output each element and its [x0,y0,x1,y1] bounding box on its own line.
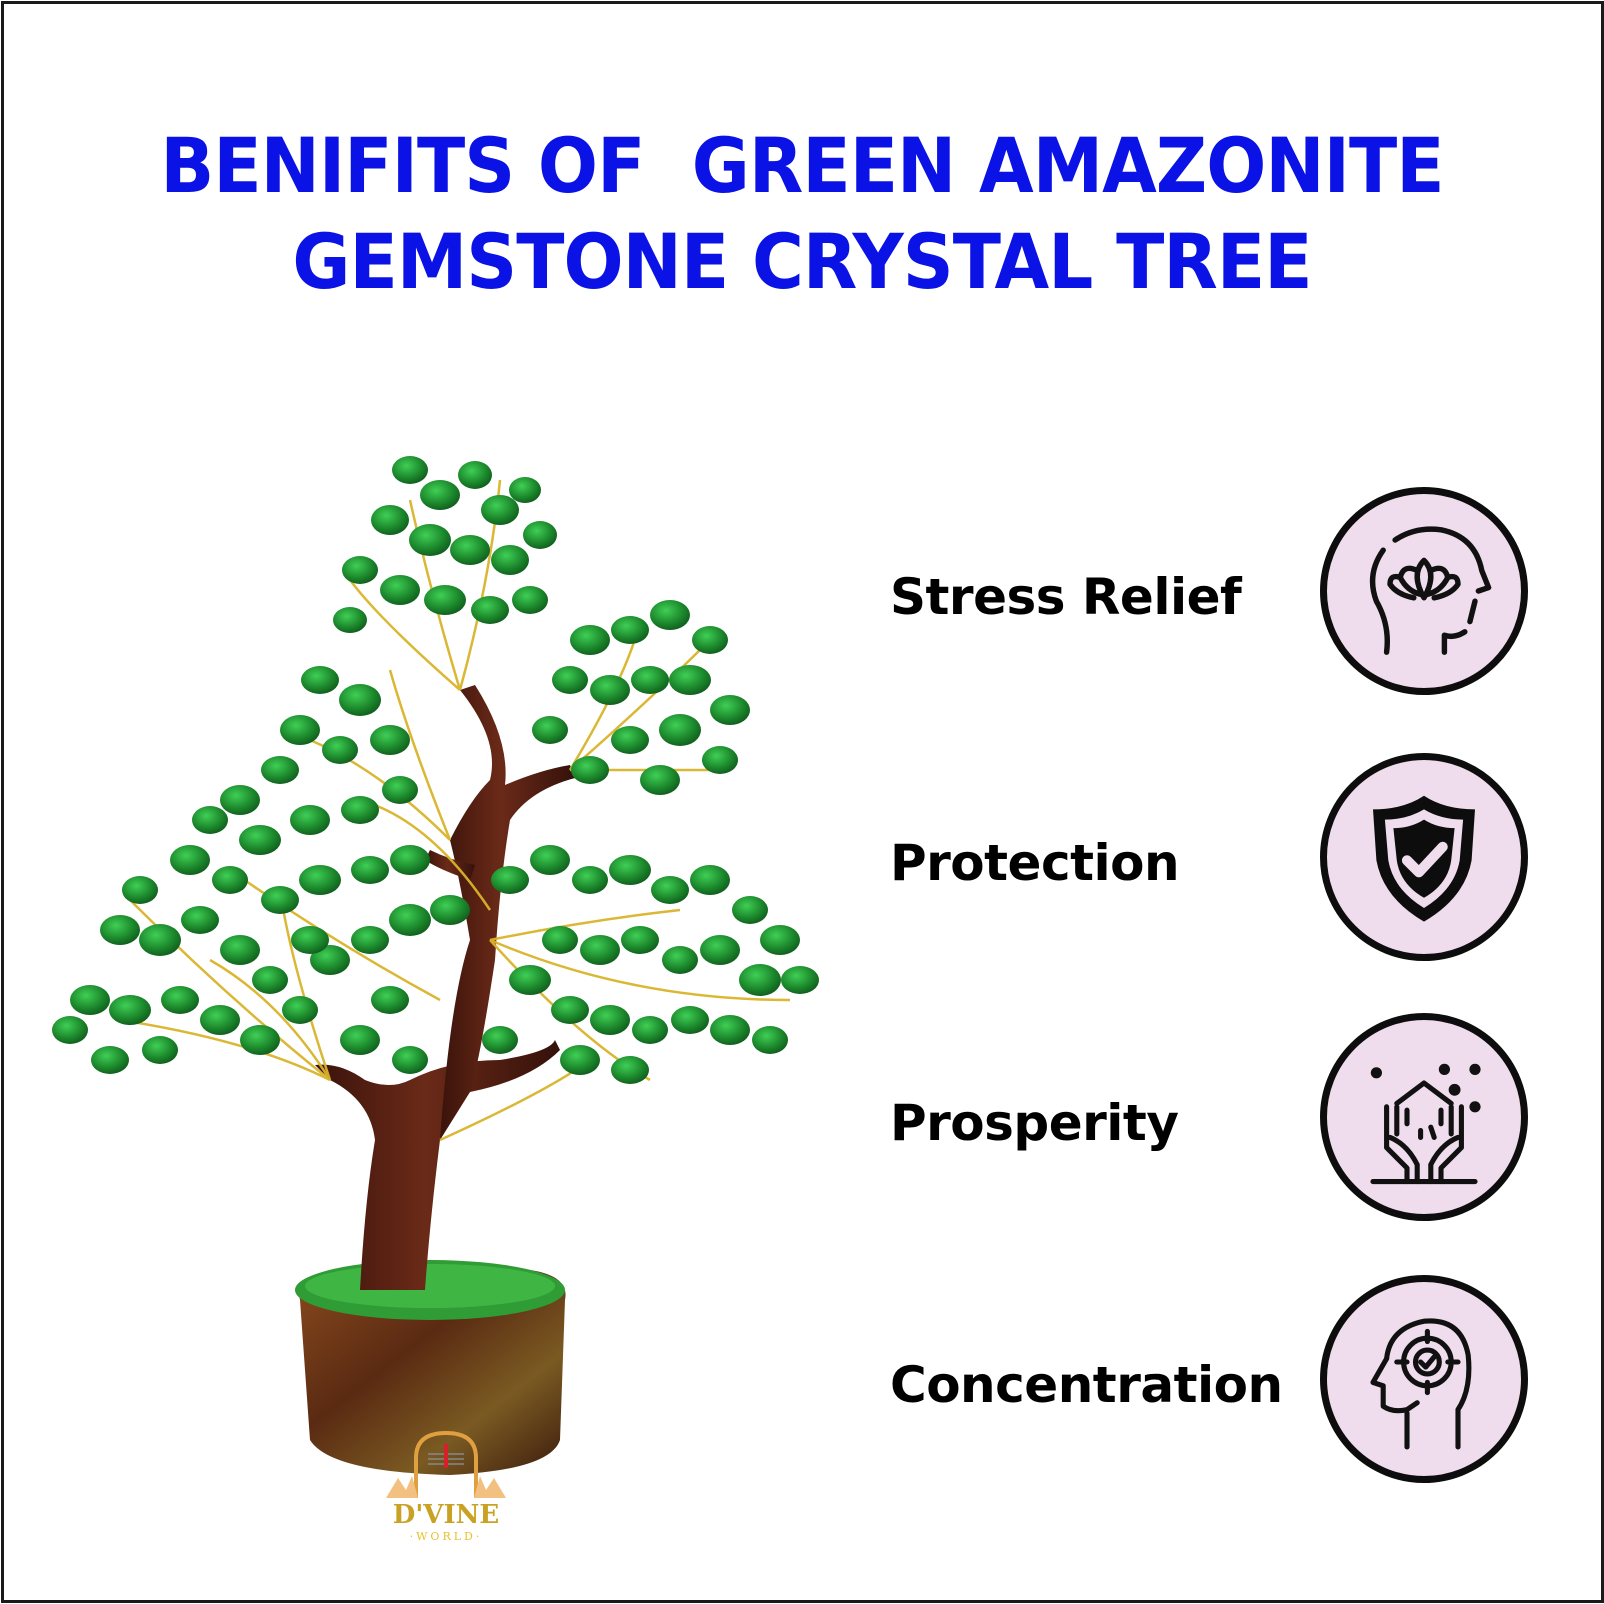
benefit-stress-relief: Stress Relief [890,487,1590,707]
head-target-icon [1320,1275,1528,1483]
title-line-1: BENIFITS OF GREEN AMAZONITE [160,121,1444,210]
benefit-concentration: Concentration [890,1275,1590,1495]
brand-logo: D'VINE ·WORLD· [376,1428,516,1548]
benefit-label: Concentration [890,1356,1283,1414]
page-title: BENIFITS OF GREEN AMAZONITE GEMSTONE CRY… [56,118,1548,310]
benefit-protection: Protection [890,753,1590,973]
benefit-label: Prosperity [890,1094,1179,1152]
benefit-prosperity: Prosperity [890,1013,1590,1233]
head-lotus-icon [1320,487,1528,695]
title-line-2: GEMSTONE CRYSTAL TREE [292,217,1312,306]
benefit-label: Stress Relief [890,568,1242,626]
logo-sub-text: ·WORLD· [410,1530,483,1543]
hands-house-icon [1320,1013,1528,1221]
shield-check-icon [1320,753,1528,961]
logo-brand-text: D'VINE [393,1500,499,1530]
product-image-gemstone-tree [30,440,850,1560]
benefit-label: Protection [890,834,1180,892]
